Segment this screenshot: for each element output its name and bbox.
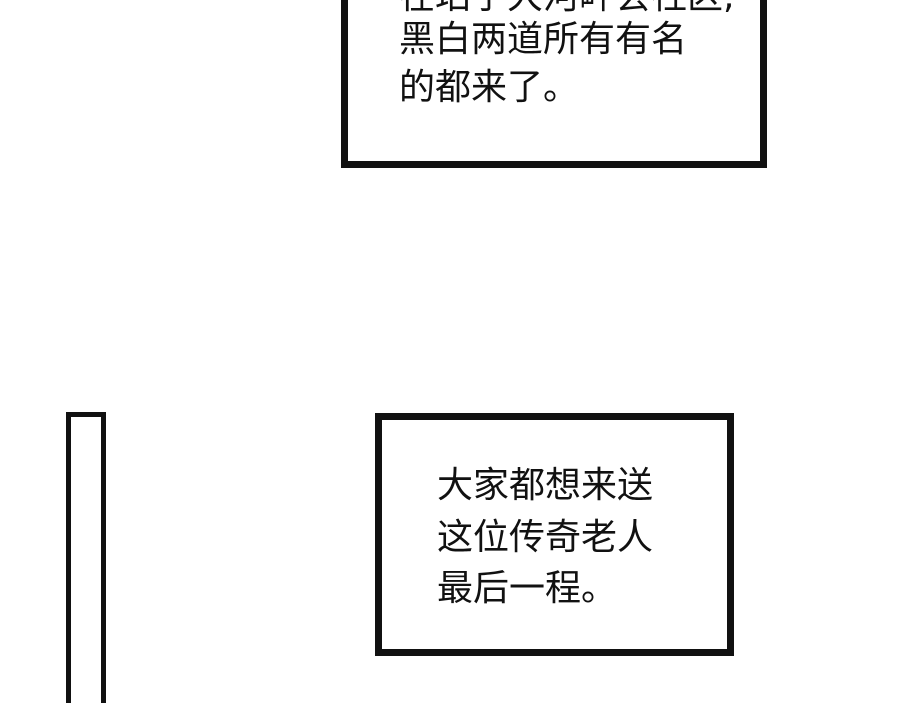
caption-box-bottom: 大家都想来送 这位传奇老人 最后一程。 — [375, 413, 734, 656]
caption-top-line-1: 在珀宁大河畔会社区, — [399, 0, 734, 19]
panel-border-left — [66, 412, 106, 703]
caption-top-line-3: 的都来了。 — [399, 67, 580, 108]
caption-box-top: 在珀宁大河畔会社区, 黑白两道所有有名 的都来了。 — [341, 0, 767, 168]
caption-bottom-line-2: 这位传奇老人 — [437, 517, 654, 558]
caption-bottom-line-1: 大家都想来送 — [437, 465, 654, 506]
caption-bottom-line-3: 最后一程。 — [437, 568, 618, 609]
caption-top-line-2: 黑白两道所有有名 — [399, 19, 688, 60]
